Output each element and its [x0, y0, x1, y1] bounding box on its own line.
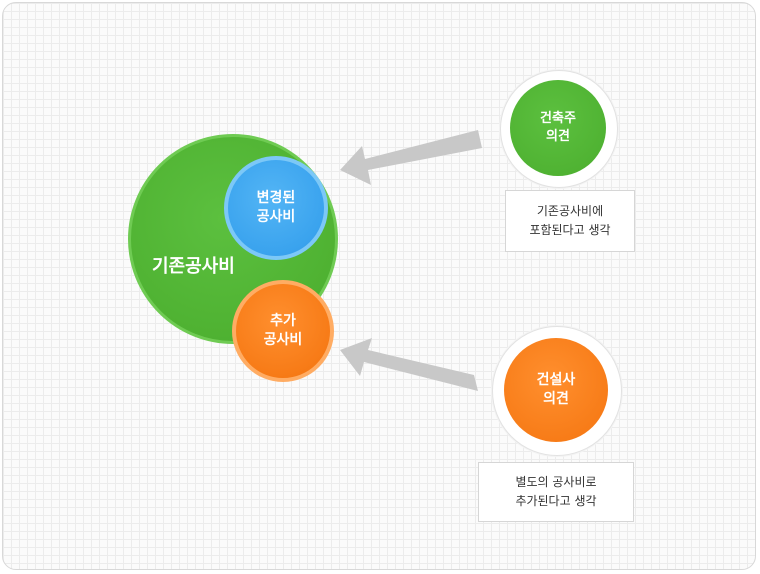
owner-opinion-note: 기존공사비에 포함된다고 생각: [505, 190, 635, 252]
existing-cost-label: 기존공사비: [152, 256, 235, 277]
additional-cost-circle: 추가 공사비: [232, 280, 334, 382]
additional-cost-line1: 추가: [270, 313, 296, 330]
contractor-note-line2: 추가된다고 생각: [515, 494, 597, 508]
arrow-owner-to-existing: [340, 130, 482, 185]
changed-cost-circle: 변경된 공사비: [224, 156, 328, 260]
contractor-note-line1: 별도의 공사비로: [515, 475, 597, 490]
contractor-opinion-line1: 건설사: [536, 372, 576, 389]
owner-opinion-line2: 의견: [546, 129, 570, 144]
contractor-opinion-circle: 건설사 의견: [504, 338, 608, 442]
arrow-contractor-to-additional: [340, 338, 478, 391]
owner-opinion-line1: 건축주: [540, 111, 576, 127]
changed-cost-line1: 변경된: [256, 190, 296, 207]
additional-cost-line2: 공사비: [263, 332, 303, 348]
contractor-opinion-note: 별도의 공사비로 추가된다고 생각: [478, 462, 634, 522]
owner-note-line1: 기존공사비에: [536, 204, 604, 219]
changed-cost-line2: 공사비: [256, 209, 296, 225]
owner-note-line2: 포함된다고 생각: [529, 223, 611, 237]
owner-opinion-circle: 건축주 의견: [510, 80, 606, 176]
contractor-opinion-line2: 의견: [543, 391, 569, 407]
